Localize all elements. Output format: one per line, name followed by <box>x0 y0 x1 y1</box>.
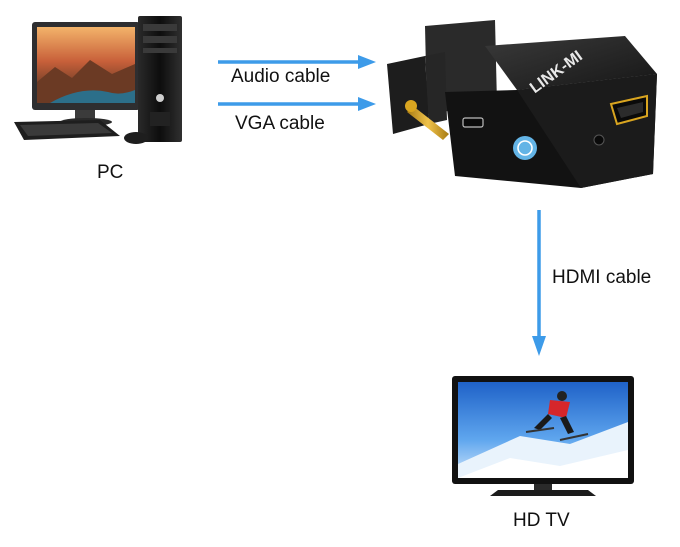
hdmi-arrow <box>532 210 546 356</box>
pc-label: PC <box>97 162 124 183</box>
flat-tv-icon <box>452 376 634 496</box>
tv-node <box>450 374 636 504</box>
audio-arrow <box>218 55 376 69</box>
audio-cable-label: Audio cable <box>231 66 331 87</box>
desktop-computer-icon <box>14 16 182 144</box>
vga-arrow <box>218 97 376 111</box>
pc-node <box>10 12 200 152</box>
hdmi-cable-label: HDMI cable <box>552 267 652 288</box>
adapter-node: LINK-MI <box>385 16 665 194</box>
vga-to-hdmi-adapter-icon: LINK-MI <box>387 20 657 188</box>
vga-cable-label: VGA cable <box>235 113 325 134</box>
tv-label: HD TV <box>513 510 570 531</box>
